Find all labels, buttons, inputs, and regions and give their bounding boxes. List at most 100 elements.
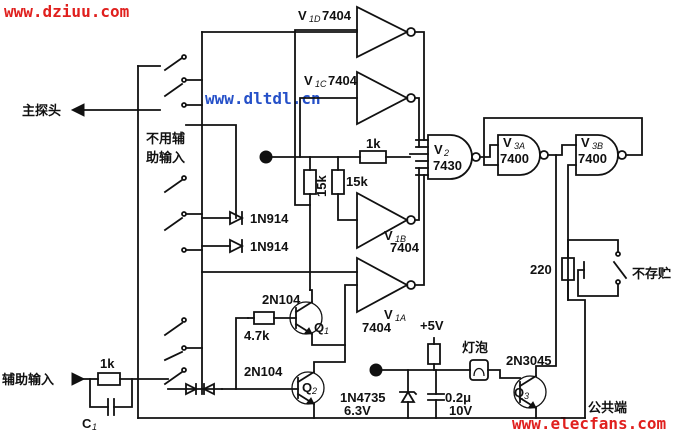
wire-lamp-to-q3 [488, 370, 520, 378]
switch-no-store-node-top [616, 252, 620, 256]
zener-diode [402, 392, 414, 402]
unused-aux-label-2: 助输入 [146, 150, 185, 166]
u1d-sub: 1D [309, 14, 321, 24]
aux-input-label: 辅助输入 [2, 372, 54, 388]
cap-value-label: 0.2μ [445, 390, 471, 405]
wire-switch-top [568, 240, 618, 252]
lamp-bulb [470, 360, 488, 380]
wire-u1a-out [415, 175, 424, 285]
inverter-u1d [357, 7, 415, 57]
lamp-label: 灯泡 [462, 340, 488, 356]
switch-no-store-blade [614, 262, 626, 278]
u1d-part: 7404 [322, 8, 352, 23]
q1-label: Q [314, 320, 324, 335]
unused-aux-label-1: 不用辅 [146, 131, 185, 147]
resistor-supply [428, 344, 440, 364]
transistor-q2 [292, 372, 324, 404]
resistor-1k-top [360, 151, 386, 163]
wire-switch-bottom [578, 270, 618, 296]
resistor-47k [254, 312, 274, 324]
q3-label: Q [514, 385, 524, 400]
wire-220-to-common [568, 280, 585, 418]
diode-d2 [230, 240, 242, 252]
u1c-prefix: V [304, 73, 313, 88]
switch-contact-3 [165, 180, 182, 192]
arrow-aux-input [72, 373, 84, 385]
r-15k-a-label: 15k [314, 175, 329, 197]
wire-q3-collector [536, 155, 556, 376]
u2-sub: 2 [443, 148, 449, 158]
wire-u1b-input [338, 194, 357, 220]
main-probe-label: 主探头 [22, 103, 61, 119]
u3b-part: 7400 [578, 151, 607, 166]
switch-contact-1 [165, 58, 182, 70]
u1c-part: 7404 [328, 73, 358, 88]
wire-q2-c [314, 345, 345, 372]
lamp-filament [474, 369, 484, 377]
wire-u1d-input [295, 30, 357, 205]
u3a-sub: 3A [514, 141, 525, 151]
r-47k-label: 4.7k [244, 328, 270, 343]
wire-c1-right [114, 379, 132, 407]
switch-node-4 [182, 176, 186, 180]
q3-sub: 3 [524, 391, 529, 401]
switch-node-1 [182, 55, 186, 59]
switch-contact-7 [165, 372, 182, 384]
u1b-prefix: V [384, 228, 393, 243]
wire-u1c-input [300, 98, 357, 157]
u1a-sub: 1A [395, 313, 406, 323]
transistor-q3 [514, 376, 546, 408]
q-model-1-label: 2N104 [262, 292, 301, 307]
switch-contact-4 [165, 218, 182, 230]
zener-bar [400, 392, 416, 394]
u3b-prefix: V [581, 135, 590, 150]
wire-latch-feedback [484, 118, 642, 165]
r-220-label: 220 [530, 262, 552, 277]
zener-label: 1N4735 [340, 390, 386, 405]
q3-model-label: 2N3045 [506, 353, 552, 368]
vcc-label: +5V [420, 318, 444, 333]
common-terminal-label: 公共端 [588, 400, 627, 416]
r-15k-b-label: 15k [346, 174, 368, 189]
u3b-sub: 3B [592, 141, 603, 151]
wire-q1-e [312, 285, 357, 345]
wire-u1b-out [415, 168, 419, 220]
wire-u3a-to-u3b [548, 145, 576, 155]
zener-v-label: 6.3V [344, 403, 371, 418]
wire-q1-c [310, 290, 312, 302]
switch-contact-6 [165, 352, 182, 360]
nand-gate-u2 [410, 135, 480, 179]
u1a-prefix: V [384, 307, 393, 322]
u1b-sub: 1B [395, 234, 406, 244]
u1c-sub: 1C [315, 79, 327, 89]
wire-u2-to-u3a [480, 145, 498, 157]
u2-part: 7430 [433, 158, 462, 173]
wire-u1d-out [415, 32, 424, 140]
q2-sub: 2 [311, 386, 317, 396]
u1d-prefix: V [298, 8, 307, 23]
u2-prefix: V [434, 142, 443, 157]
watermark-top-left: www.dziuu.com [4, 2, 130, 21]
r-1k-aux-label: 1k [100, 356, 115, 371]
no-store-label: 不存贮 [632, 266, 671, 282]
u1b-part: 7404 [390, 240, 420, 255]
wire-c1-left [90, 379, 108, 407]
u3a-part: 7400 [500, 151, 529, 166]
d1-label: 1N914 [250, 211, 289, 226]
resistor-1k-aux [98, 373, 120, 385]
u3a-prefix: V [503, 135, 512, 150]
wire-d1-up [186, 125, 236, 218]
q-model-2-label: 2N104 [244, 364, 283, 379]
q1-sub: 1 [324, 326, 329, 336]
resistor-15k-b [332, 170, 344, 194]
wire-u1c-out [415, 98, 419, 147]
d2-label: 1N914 [250, 239, 289, 254]
switch-contact-5 [165, 323, 182, 335]
wire-to-q1-base [222, 318, 248, 389]
c1-label: C [82, 416, 92, 431]
cap-voltage-label: 10V [449, 403, 472, 418]
watermark-center: www.dltdl.cn [205, 89, 321, 108]
r-1k-top-label: 1k [366, 136, 381, 151]
